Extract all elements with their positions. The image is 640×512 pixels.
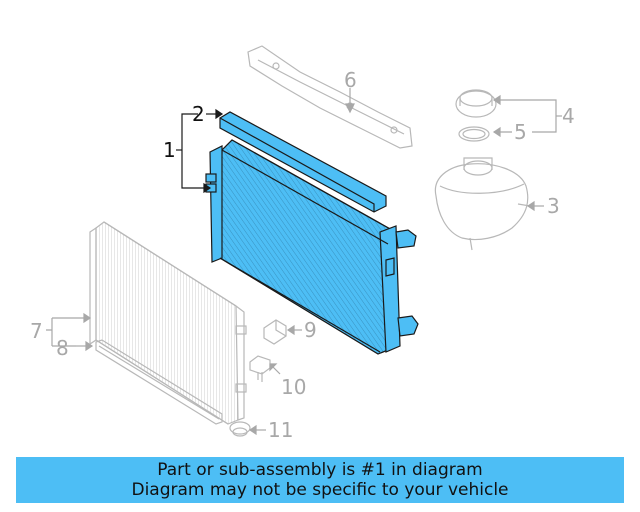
callout-6: 6 [344, 68, 357, 92]
condenser [89, 221, 247, 425]
callout-5: 5 [514, 120, 527, 144]
grommet [229, 421, 251, 437]
callout-1: 1 [163, 138, 176, 162]
callout-10: 10 [281, 375, 307, 399]
parts-diagram [46, 45, 562, 437]
upper-support-bracket [247, 45, 413, 149]
lower-trim-strip [95, 339, 223, 425]
upper-seal-strip [219, 111, 387, 213]
clip [263, 319, 287, 345]
callout-4: 4 [562, 104, 575, 128]
info-banner: Part or sub-assembly is #1 in diagram Di… [16, 457, 624, 503]
banner-line-2: Diagram may not be specific to your vehi… [131, 480, 509, 500]
o-ring [458, 126, 490, 142]
leader-lines-dark [176, 108, 224, 194]
callout-11: 11 [268, 418, 294, 442]
callout-2: 2 [192, 102, 205, 126]
callout-8: 8 [56, 336, 69, 360]
callout-9: 9 [304, 318, 317, 342]
reservoir-cap [455, 89, 497, 118]
radiator [205, 139, 419, 355]
callout-7: 7 [30, 319, 43, 343]
expansion-tank [434, 157, 531, 251]
bolt [249, 355, 271, 382]
callout-3: 3 [547, 194, 560, 218]
banner-line-1: Part or sub-assembly is #1 in diagram [157, 460, 483, 480]
leader-lines-light [46, 88, 562, 436]
